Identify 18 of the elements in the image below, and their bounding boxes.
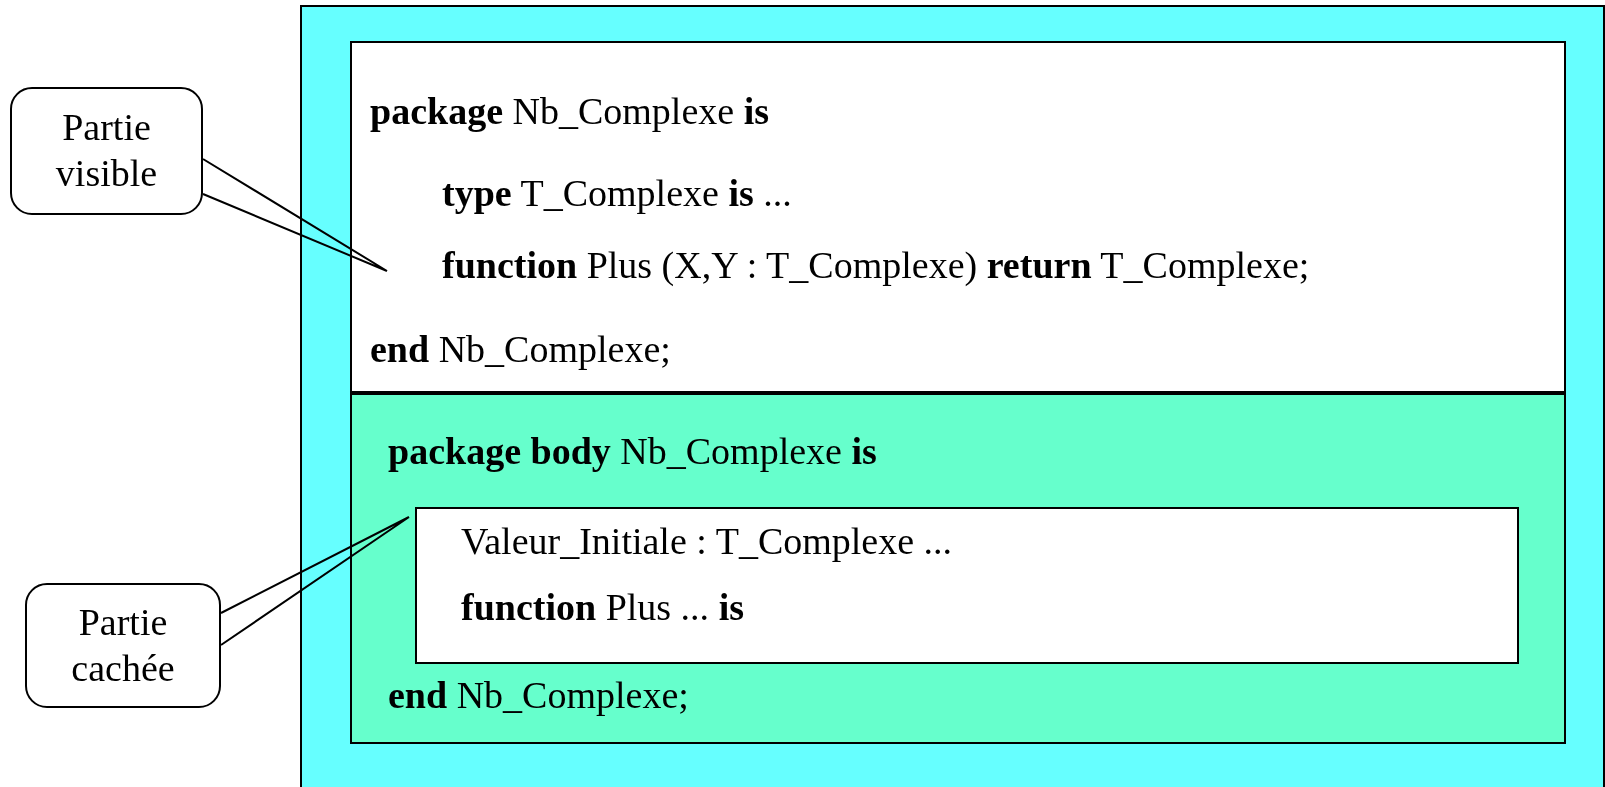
code-line: end Nb_Complexe;: [388, 673, 689, 718]
code-line: Valeur_Initiale : T_Complexe ...: [461, 519, 953, 564]
specification-box: [350, 41, 1566, 393]
callout-pointer: [202, 158, 388, 272]
package-frame: [300, 5, 1605, 787]
code-line: end Nb_Complexe;: [370, 327, 671, 372]
code-line: function Plus ... is: [461, 585, 744, 630]
callout-bubble: [25, 583, 221, 708]
implementation-box: [415, 507, 1519, 664]
callout-text: Partie visible: [54, 105, 159, 196]
callout-bubble: [10, 87, 203, 215]
body-box: [350, 393, 1566, 744]
code-line: package Nb_Complexe is: [370, 89, 769, 134]
code-line: type T_Complexe is ...: [442, 171, 792, 216]
code-line: package body Nb_Complexe is: [388, 429, 877, 474]
callout-text: Partie cachée: [70, 599, 176, 691]
code-line: function Plus (X,Y : T_Complexe) return T_Complexe;: [442, 243, 1310, 288]
callout-pointer: [220, 516, 410, 646]
